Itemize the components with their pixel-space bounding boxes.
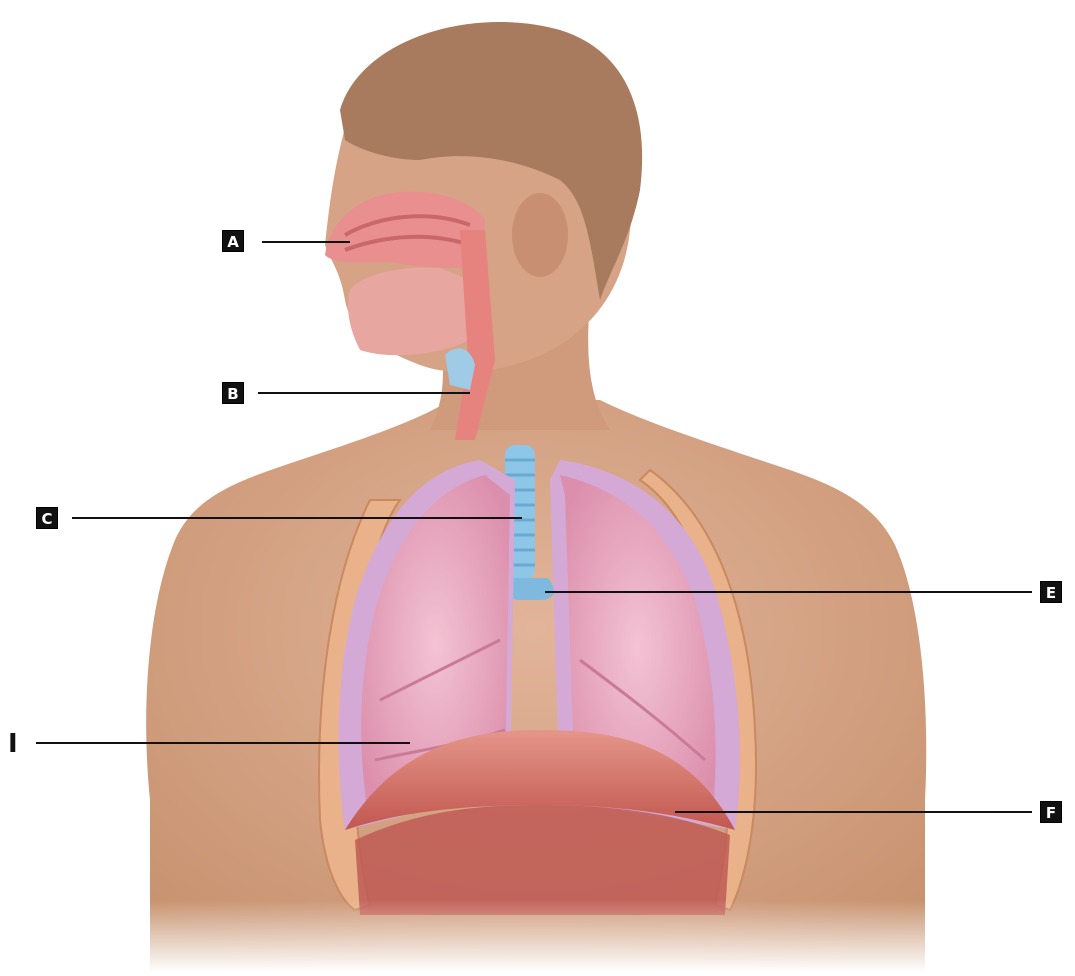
label-a: A [222,230,244,252]
label-b: B [222,382,244,404]
label-f: F [1040,801,1062,823]
diaphragm-cavity [355,805,730,915]
oral-cavity [348,267,470,355]
label-c: C [36,507,58,529]
label-e: E [1040,581,1062,603]
ear [512,193,568,277]
label-i: I [8,731,18,757]
